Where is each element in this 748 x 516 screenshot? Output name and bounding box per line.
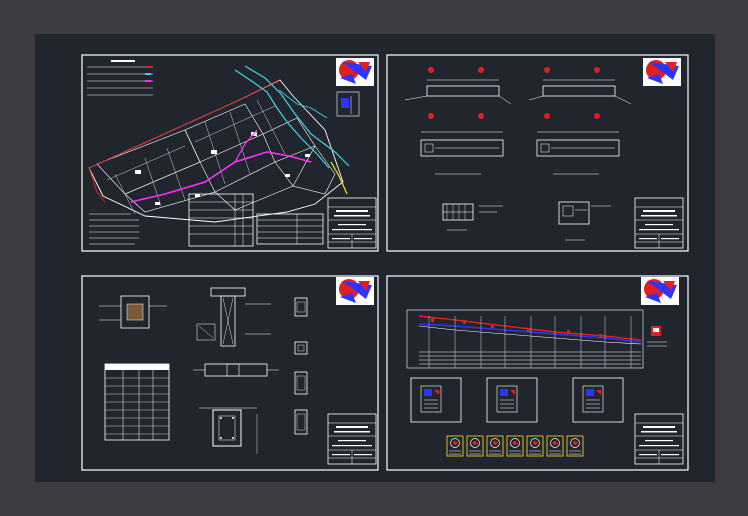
sewer-line bbox=[130, 151, 312, 203]
sheet-details[interactable] bbox=[81, 275, 379, 471]
north-arrow-logo-icon bbox=[641, 277, 679, 305]
section-beam-right bbox=[528, 67, 632, 119]
detail-column-sections bbox=[294, 297, 308, 435]
north-arrow-logo-icon bbox=[336, 58, 374, 86]
stream-line bbox=[234, 69, 330, 169]
road-axis bbox=[330, 161, 348, 195]
section-box-left bbox=[420, 131, 504, 175]
section-detail-right bbox=[558, 201, 611, 241]
detail-chamber bbox=[99, 295, 167, 329]
plan-table-a bbox=[188, 193, 254, 247]
sheet-sections[interactable] bbox=[386, 54, 689, 252]
sheet-profile[interactable] bbox=[386, 275, 689, 471]
site-boundary bbox=[88, 79, 280, 169]
plan-legend bbox=[87, 60, 153, 96]
plan-notes bbox=[89, 213, 139, 245]
detail-wall-section bbox=[196, 287, 271, 347]
plan-detail-box bbox=[336, 91, 360, 117]
cad-drawing-canvas bbox=[81, 54, 689, 471]
cad-model-viewport[interactable] bbox=[35, 34, 715, 482]
north-arrow-logo-icon bbox=[336, 277, 374, 305]
detail-plan-view bbox=[193, 363, 279, 377]
section-beam-left bbox=[404, 67, 512, 119]
detail-quantity-table bbox=[104, 363, 170, 441]
detail-box-section bbox=[199, 407, 258, 454]
sheet-site-plan[interactable] bbox=[81, 54, 379, 252]
longitudinal-profile bbox=[406, 309, 644, 369]
profile-legend bbox=[647, 326, 667, 347]
section-detail-left bbox=[442, 203, 503, 231]
section-box-right bbox=[536, 131, 620, 175]
cross-section-cards bbox=[410, 377, 624, 423]
plan-table-b bbox=[256, 213, 324, 245]
north-arrow-logo-icon bbox=[643, 58, 681, 86]
